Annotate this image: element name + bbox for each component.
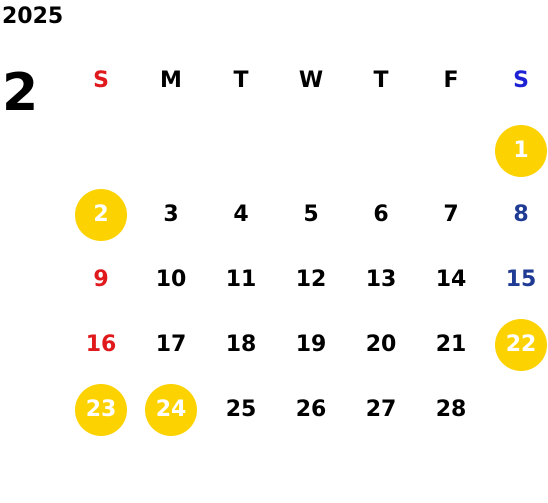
highlighted-day-number: 2 xyxy=(75,189,127,241)
day-number: 27 xyxy=(365,397,397,422)
weekday-saturday: S xyxy=(513,68,529,93)
week-row-1: 1 xyxy=(66,124,548,178)
day-number: 3 xyxy=(163,202,179,227)
day-cell: 26 xyxy=(276,383,346,437)
day-cell: 12 xyxy=(276,253,346,307)
day-number: 21 xyxy=(435,332,467,357)
year-label: 2025 xyxy=(2,4,64,29)
day-number: 5 xyxy=(303,202,319,227)
day-number: 9 xyxy=(93,267,109,292)
day-number: 16 xyxy=(85,332,117,357)
day-cell: 22 xyxy=(486,318,548,372)
week-row-2: 2 3 4 5 6 7 8 xyxy=(66,188,548,242)
day-number: 19 xyxy=(295,332,327,357)
day-cell: 10 xyxy=(136,253,206,307)
day-cell xyxy=(346,124,416,178)
day-cell: 24 xyxy=(136,383,206,437)
day-cell: 21 xyxy=(416,318,486,372)
weekday-monday: M xyxy=(160,68,182,93)
day-number: 14 xyxy=(435,267,467,292)
day-cell: 16 xyxy=(66,318,136,372)
day-number: 11 xyxy=(225,267,257,292)
day-number: 25 xyxy=(225,397,257,422)
day-number: 4 xyxy=(233,202,249,227)
day-cell: 14 xyxy=(416,253,486,307)
day-number: 28 xyxy=(435,397,467,422)
calendar-grid: S M T W T F S 1 2 3 4 5 6 7 8 9 xyxy=(66,0,548,503)
day-number: 17 xyxy=(155,332,187,357)
day-cell: 28 xyxy=(416,383,486,437)
day-number xyxy=(355,125,407,177)
day-number: 18 xyxy=(225,332,257,357)
weekday-sunday: S xyxy=(93,68,109,93)
day-cell: 13 xyxy=(346,253,416,307)
day-number: 6 xyxy=(373,202,389,227)
day-number xyxy=(495,384,547,436)
day-number xyxy=(75,125,127,177)
weekday-thursday: T xyxy=(373,68,389,93)
day-number xyxy=(285,125,337,177)
week-row-5: 23 24 25 26 27 28 xyxy=(66,383,548,437)
day-number xyxy=(425,125,477,177)
day-cell: 5 xyxy=(276,188,346,242)
highlighted-day-number: 23 xyxy=(75,384,127,436)
day-cell: 17 xyxy=(136,318,206,372)
day-cell xyxy=(136,124,206,178)
day-cell: 11 xyxy=(206,253,276,307)
day-cell: 1 xyxy=(486,124,548,178)
highlighted-day-number: 22 xyxy=(495,319,547,371)
weekday-header-row: S M T W T F S xyxy=(66,62,548,100)
day-cell xyxy=(276,124,346,178)
day-cell: 7 xyxy=(416,188,486,242)
day-cell: 6 xyxy=(346,188,416,242)
month-number: 2 xyxy=(2,63,39,123)
day-cell: 4 xyxy=(206,188,276,242)
day-cell: 20 xyxy=(346,318,416,372)
day-cell: 2 xyxy=(66,188,136,242)
day-cell: 18 xyxy=(206,318,276,372)
day-number: 8 xyxy=(513,202,529,227)
day-number: 20 xyxy=(365,332,397,357)
day-number: 15 xyxy=(505,267,537,292)
day-number xyxy=(215,125,267,177)
day-cell xyxy=(66,124,136,178)
highlighted-day-number: 24 xyxy=(145,384,197,436)
day-cell: 3 xyxy=(136,188,206,242)
day-number: 7 xyxy=(443,202,459,227)
day-cell: 15 xyxy=(486,253,548,307)
week-row-3: 9 10 11 12 13 14 15 xyxy=(66,253,548,307)
day-cell: 19 xyxy=(276,318,346,372)
day-cell: 23 xyxy=(66,383,136,437)
day-number: 13 xyxy=(365,267,397,292)
day-cell xyxy=(206,124,276,178)
weekday-friday: F xyxy=(443,68,459,93)
day-number xyxy=(145,125,197,177)
weekday-tuesday: T xyxy=(233,68,249,93)
day-number: 12 xyxy=(295,267,327,292)
day-cell: 8 xyxy=(486,188,548,242)
day-cell xyxy=(486,383,548,437)
day-number: 26 xyxy=(295,397,327,422)
weekday-wednesday: W xyxy=(298,68,324,93)
day-cell xyxy=(416,124,486,178)
week-row-4: 16 17 18 19 20 21 22 xyxy=(66,318,548,372)
day-cell: 27 xyxy=(346,383,416,437)
day-cell: 9 xyxy=(66,253,136,307)
day-number: 10 xyxy=(155,267,187,292)
highlighted-day-number: 1 xyxy=(495,125,547,177)
day-cell: 25 xyxy=(206,383,276,437)
